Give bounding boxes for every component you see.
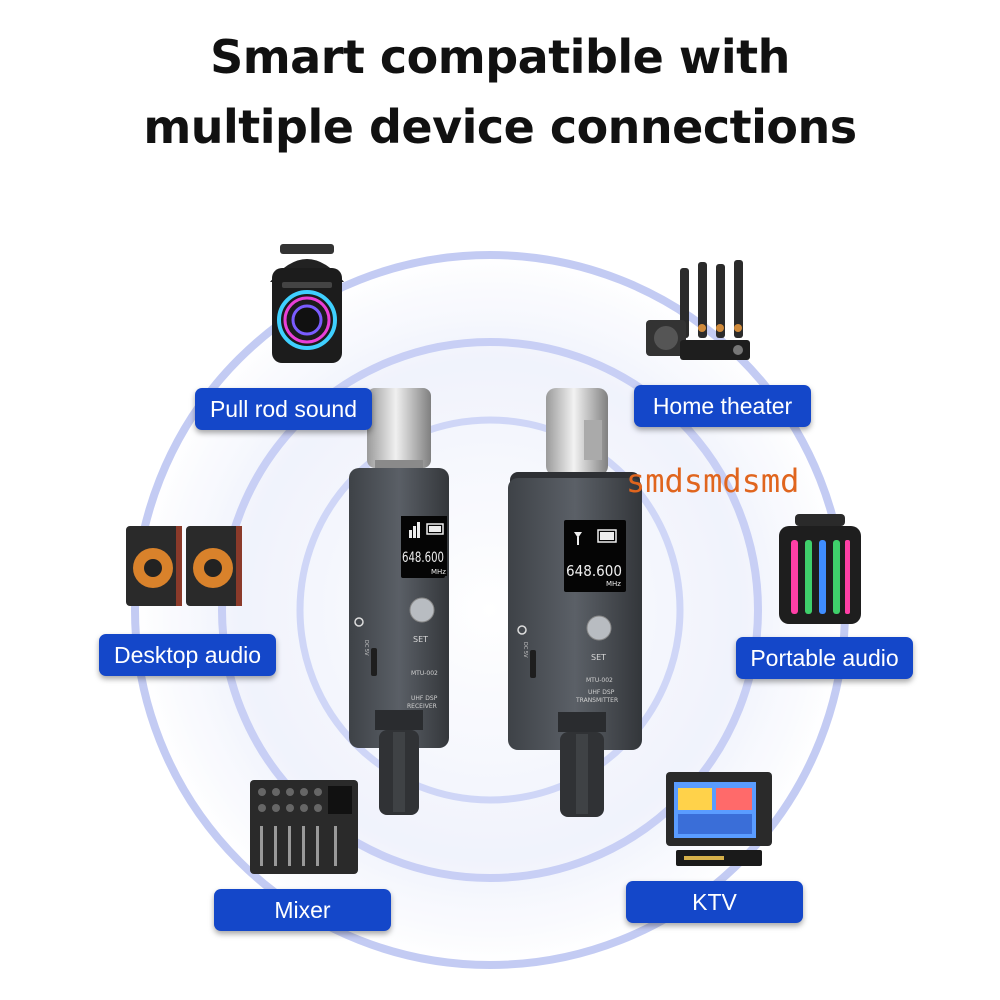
portable-speaker-icon <box>779 514 861 624</box>
receiver-battery-icon <box>426 523 444 535</box>
receiver-type-line2: RECEIVER <box>407 703 437 710</box>
transmitter-battery-icon <box>597 529 617 543</box>
ring-inner <box>296 416 684 804</box>
label-pull-rod-sound: Pull rod sound <box>195 388 372 430</box>
transmitter-side-text: DC 5V <box>522 642 528 658</box>
receiver-device: 648.600 MHz SET MTU-002 UHF DSP RECEIVER… <box>349 388 449 815</box>
watermark-text: smdsmdsmd <box>626 462 800 500</box>
home-theater-icon <box>646 260 750 360</box>
receiver-frequency: 648.600 <box>402 550 444 566</box>
label-portable-audio: Portable audio <box>736 637 913 679</box>
receiver-unit: MHz <box>431 568 446 576</box>
transmitter-power-icon <box>517 625 527 635</box>
desktop-speakers-icon <box>126 526 242 606</box>
headline-line-2: multiple device connections <box>143 100 857 154</box>
receiver-type-line1: UHF DSP <box>411 695 438 702</box>
transmitter-antenna-icon <box>574 532 582 545</box>
label-desktop-audio: Desktop audio <box>99 634 276 676</box>
transmitter-type-line1: UHF DSP <box>588 689 615 696</box>
label-ktv: KTV <box>626 881 803 923</box>
receiver-set-button <box>409 597 435 623</box>
receiver-model: MTU-002 <box>411 670 438 677</box>
transmitter-set-label: SET <box>591 653 606 662</box>
transmitter-unit: MHz <box>606 580 621 588</box>
pull-rod-speaker-icon <box>270 244 344 363</box>
ktv-system-icon <box>666 772 772 866</box>
ring-middle <box>218 338 762 882</box>
transmitter-type-line2: TRANSMITTER <box>575 697 618 704</box>
label-home-theater: Home theater <box>634 385 811 427</box>
receiver-side-text: DC 5V <box>363 640 369 656</box>
receiver-set-label: SET <box>413 635 428 644</box>
label-mixer: Mixer <box>214 889 391 931</box>
receiver-signal-icon <box>409 522 420 538</box>
transmitter-device: 648.600 MHz SET MTU-002 UHF DSP TRANSMIT… <box>508 388 642 817</box>
transmitter-frequency: 648.600 <box>566 562 622 580</box>
transmitter-set-button <box>586 615 612 641</box>
receiver-power-icon <box>354 617 364 627</box>
headline-line-1: Smart compatible with <box>210 30 790 84</box>
audio-mixer-icon <box>250 780 358 874</box>
transmitter-model: MTU-002 <box>586 677 613 684</box>
